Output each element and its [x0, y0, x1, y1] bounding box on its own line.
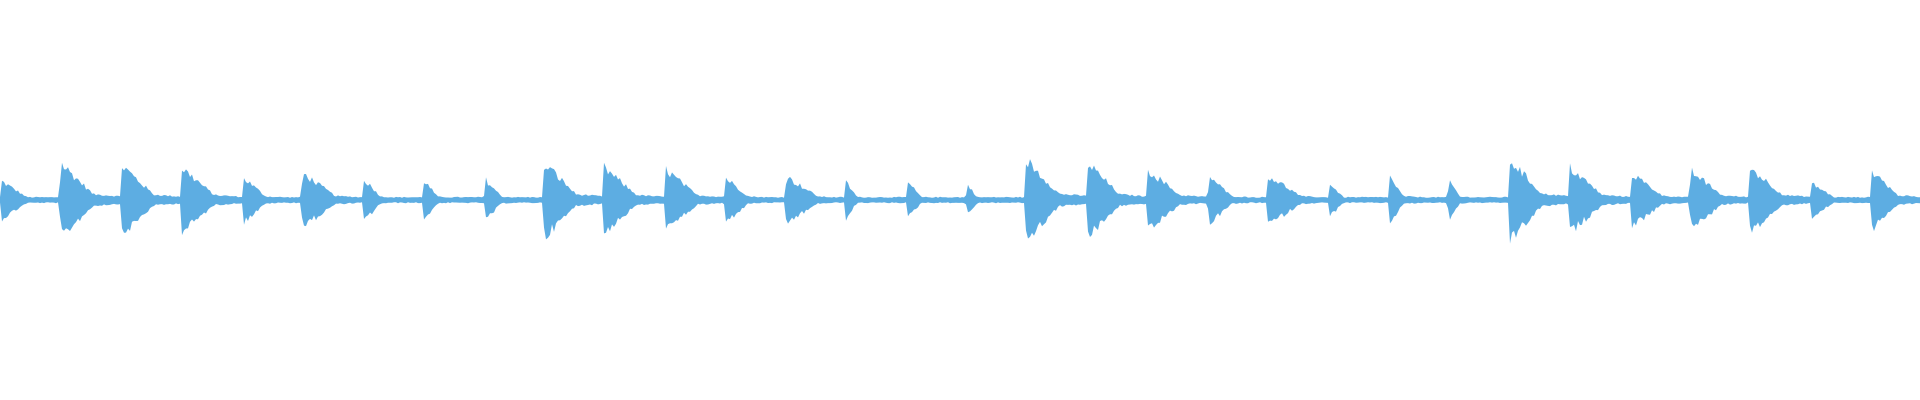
waveform-envelope — [0, 159, 1920, 244]
waveform-peaks — [0, 159, 1920, 244]
